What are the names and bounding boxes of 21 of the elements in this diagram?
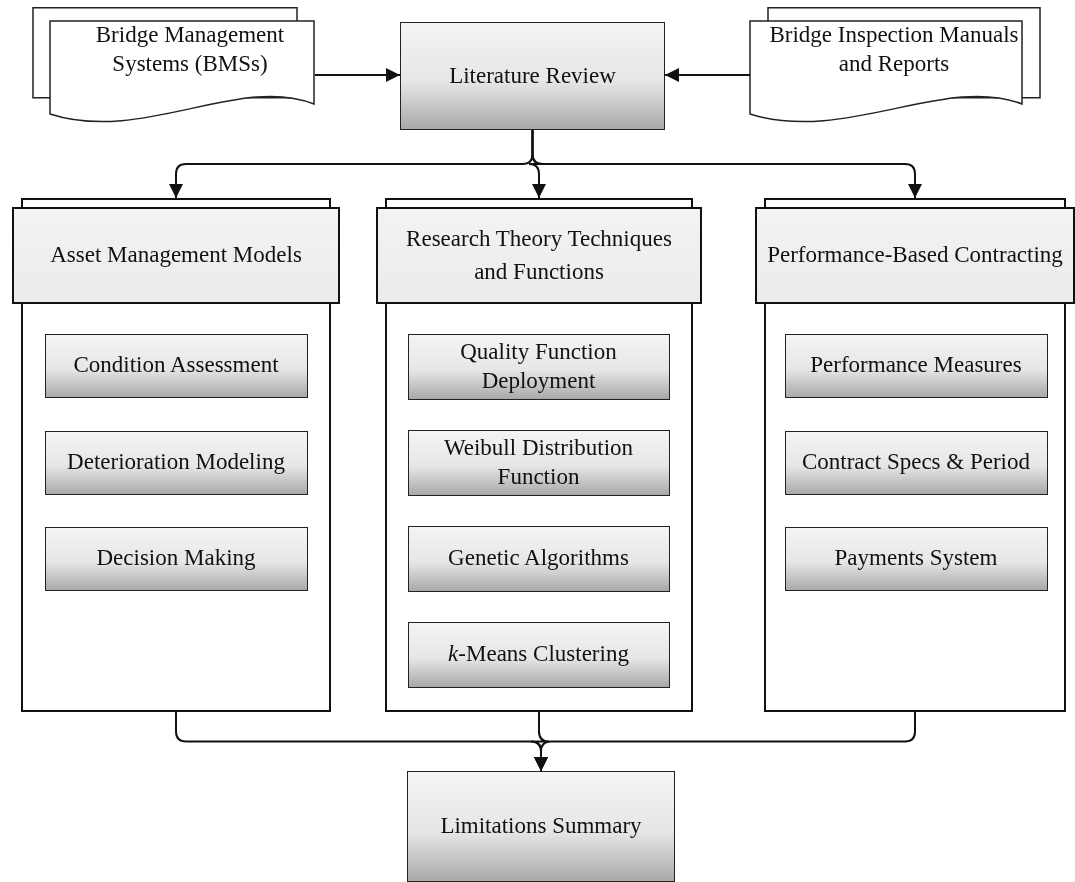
process-box: Decision Making	[44, 526, 308, 591]
process-box: Payments System	[784, 526, 1048, 591]
document-label: Bridge Management Systems (BMSs)	[94, 21, 286, 78]
arrow	[534, 711, 916, 772]
arrow	[314, 68, 401, 82]
process-box: Weibull Distribution Function	[407, 429, 670, 496]
process-box: k-Means Clustering	[407, 621, 670, 688]
process-box: Genetic Algorithms	[407, 525, 670, 592]
column-header: Performance-Based Contracting	[755, 207, 1075, 304]
process-box: Condition Assessment	[44, 333, 308, 398]
process-box: Deterioration Modeling	[44, 430, 308, 495]
document-label: Bridge Inspection Manuals and Reports	[768, 21, 1020, 78]
process-box: Quality Function Deployment	[407, 333, 670, 400]
column-header: Asset Management Models	[12, 207, 340, 304]
column-header: Research Theory Techniques and Functions	[376, 207, 702, 304]
arrow	[664, 68, 751, 82]
arrow	[531, 129, 922, 199]
process-box: Performance Measures	[784, 333, 1048, 398]
process-box: Limitations Summary	[407, 771, 675, 882]
process-box: Literature Review	[400, 22, 665, 130]
process-box: Contract Specs & Period	[784, 430, 1048, 495]
